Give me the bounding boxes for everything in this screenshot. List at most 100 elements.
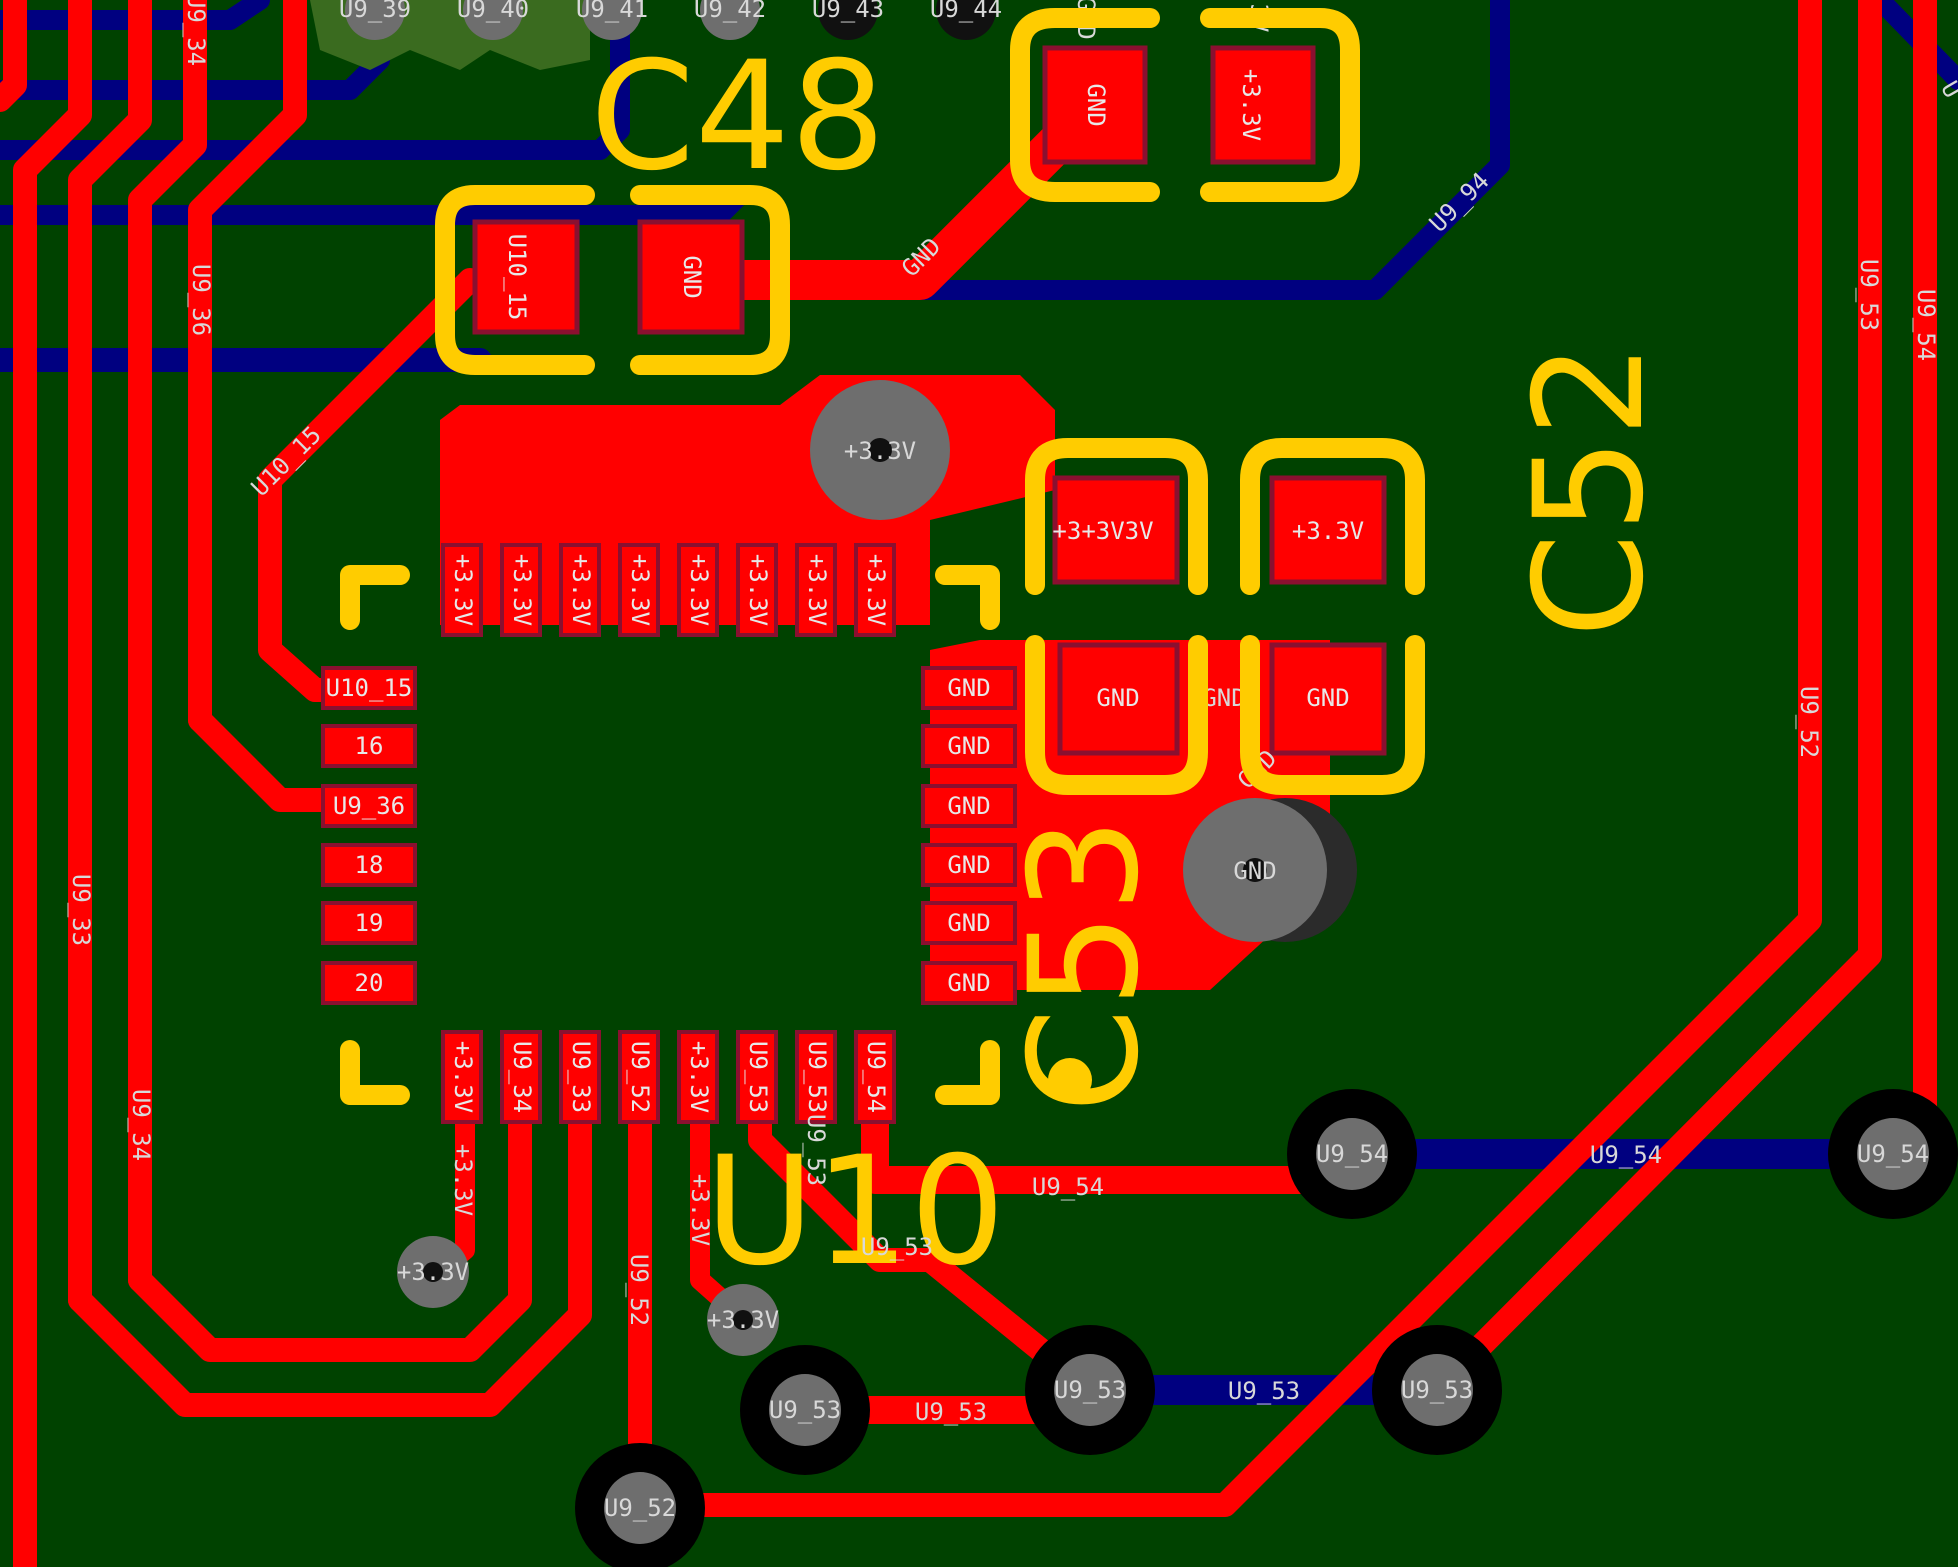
u10-top-pin-label: +3.3V [626, 554, 654, 626]
track-label: U9_53 [1855, 259, 1883, 331]
u10-right-pin[interactable] [921, 784, 1017, 828]
u10-corner-mark [935, 1040, 1000, 1105]
c53-outline [1025, 635, 1208, 795]
track-label: U9_33 [67, 874, 95, 946]
u10-right-pin[interactable] [921, 901, 1017, 945]
via-drill [423, 1262, 443, 1282]
header-via[interactable] [818, 0, 878, 40]
header-via[interactable] [345, 0, 405, 40]
u10-right-pin[interactable] [921, 724, 1017, 768]
via-u9-54-a[interactable]: U9_54 [1287, 1089, 1417, 1219]
u10-left-pin[interactable] [321, 961, 417, 1005]
c52-pad-br-label: GND [1306, 684, 1349, 712]
u10-top-pin[interactable] [441, 543, 483, 637]
u10-refdes: U10 [705, 1125, 1006, 1299]
header-via[interactable] [582, 0, 642, 40]
top-cap-pad-1[interactable] [1042, 45, 1148, 165]
track-u9-36 [188, 0, 307, 732]
track [0, 0, 27, 112]
u10-bottom-pins: +3.3V U9_34 U9_33 U9_52 +3.3V U9_53 U9_5… [441, 1030, 896, 1124]
c52-pad-bl[interactable] [1057, 642, 1180, 756]
via-label: U9_54 [1857, 1140, 1929, 1168]
c48-pad-1[interactable] [472, 219, 580, 335]
track-label: U9_52 [1795, 686, 1823, 758]
u10-bottom-pin[interactable] [677, 1030, 719, 1124]
via-u9-54-b[interactable]: U9_54 [1828, 1089, 1958, 1219]
u10-left-pin[interactable] [321, 843, 417, 887]
u10-top-pin[interactable] [500, 543, 542, 637]
u10-left-pin[interactable] [321, 666, 417, 710]
track-label: U9_54 [1032, 1173, 1104, 1201]
u10-top-pin-label: +3.3V [685, 554, 713, 626]
u10-bottom-pin[interactable] [441, 1030, 483, 1124]
u10-bottom-pin[interactable] [854, 1030, 896, 1124]
u10-top-pin[interactable] [854, 543, 896, 637]
u10-bottom-pin-label: +3.3V [449, 1041, 477, 1113]
via-gnd-big[interactable]: GND [1183, 798, 1357, 942]
track-label: U9_53 [915, 1398, 987, 1426]
via-label: U9_52 [604, 1494, 676, 1522]
u10-top-pin-label: +3.3V [744, 554, 772, 626]
track-label: U9_54 [1912, 289, 1940, 361]
via-pad [769, 1374, 841, 1446]
c52-pad-tl[interactable] [1052, 475, 1180, 585]
u10-bottom-pin[interactable] [736, 1030, 778, 1124]
via-pwr-bl2[interactable]: +3.3V [707, 1284, 779, 1356]
u10-right-pin[interactable] [921, 666, 1017, 710]
via-u9-53-a[interactable]: U9_53 [740, 1345, 870, 1475]
c52-pad-tr[interactable] [1269, 475, 1387, 585]
c48-outline [630, 185, 790, 375]
track-label: U9_53 [802, 1114, 830, 1186]
u10-left-pin-label: 16 [355, 732, 384, 760]
c52-pad-br[interactable] [1269, 642, 1387, 756]
u10-bottom-pin[interactable] [618, 1030, 660, 1124]
track-label: U9_52 [625, 1254, 653, 1326]
track-u9-33 [68, 1068, 592, 1417]
via-pad [1316, 1118, 1388, 1190]
u10-right-pin[interactable] [921, 843, 1017, 887]
via-drill [868, 438, 892, 462]
u10-bottom-pin[interactable] [559, 1030, 601, 1124]
via-u9-53-b[interactable]: U9_53 [1025, 1325, 1155, 1455]
track-label: +3.3V [449, 1144, 477, 1216]
via-pad [604, 1472, 676, 1544]
via-u9-52[interactable]: U9_52 [575, 1443, 705, 1567]
header-via[interactable] [463, 0, 523, 40]
track-u9-53 [1425, 0, 1882, 1402]
top-cap-outline [1010, 8, 1160, 202]
track-label: U9_34 [182, 0, 210, 66]
u10-top-pin[interactable] [618, 543, 660, 637]
via-pwr-top[interactable]: +3.3V [810, 380, 950, 520]
c53-outline [1240, 635, 1425, 795]
back-track [690, 0, 1510, 300]
u10-right-pin[interactable] [921, 961, 1017, 1005]
header-via-label: U9_44 [930, 0, 1002, 23]
via-label: GND [1233, 857, 1276, 885]
track-label: U9_54 [1590, 1141, 1662, 1169]
header-via[interactable] [936, 0, 996, 40]
c48-pad-2[interactable] [637, 219, 745, 335]
u10-top-pin[interactable] [795, 543, 837, 637]
u10-right-pin-label: GND [947, 909, 990, 937]
via-label: U9_53 [769, 1396, 841, 1424]
u10-bottom-pin[interactable] [500, 1030, 542, 1124]
u10-left-pin[interactable] [321, 901, 417, 945]
u10-left-pin[interactable] [321, 784, 417, 828]
via-label: U9_53 [1401, 1376, 1473, 1404]
via-pwr-bl1[interactable]: +3.3V [397, 1236, 469, 1308]
via-label: +3.3V [844, 437, 916, 465]
u10-bottom-pin-label: U9_53 [803, 1041, 831, 1113]
track-u9-52 [628, 0, 1822, 1517]
u10-top-pin[interactable] [559, 543, 601, 637]
u10-top-pin[interactable] [677, 543, 719, 637]
c48-outline [435, 185, 595, 375]
header-via[interactable] [700, 0, 760, 40]
top-cap-pad-2[interactable] [1210, 45, 1316, 165]
u10-left-pin[interactable] [321, 724, 417, 768]
u10-bottom-pin[interactable] [795, 1030, 837, 1124]
u10-right-pin-label: GND [947, 674, 990, 702]
u10-left-pin-label: 18 [355, 851, 384, 879]
via-u9-53-c[interactable]: U9_53 [1372, 1325, 1502, 1455]
u10-top-pin[interactable] [736, 543, 778, 637]
u10-top-pin-label: +3.3V [449, 554, 477, 626]
